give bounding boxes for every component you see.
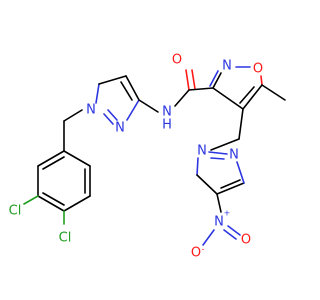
isoxazole-nitrogen-label: N — [222, 59, 232, 74]
nitrogen-atom-label: N — [115, 121, 125, 136]
bond — [37, 150, 65, 167]
carbonyl-oxygen-label: O — [172, 53, 182, 68]
chlorine-atom-label: Cl — [9, 204, 22, 219]
bond — [212, 72, 222, 89]
bond — [120, 81, 133, 101]
bond — [185, 69, 190, 91]
bond — [261, 84, 286, 101]
bond — [103, 113, 114, 125]
bond — [63, 150, 91, 167]
bond — [216, 193, 222, 213]
isoxazole-oxygen-label: O — [253, 62, 263, 77]
bond — [210, 157, 225, 160]
bond — [210, 138, 240, 151]
bond — [260, 75, 263, 86]
nitro-nitrogen-charge: + — [224, 209, 231, 218]
nitrogen-atom-label: N — [197, 144, 207, 159]
bond — [125, 75, 140, 101]
nitro-oxygen-label: O — [191, 246, 201, 261]
bond — [191, 69, 196, 90]
bond — [188, 87, 214, 91]
bond — [239, 86, 255, 104]
bond — [107, 109, 118, 121]
nitro-oxygen-charge: - — [202, 245, 205, 254]
structure-svg: Cl Cl N N N H O N O N N N + O O - — [9, 53, 286, 261]
atom-labels: Cl Cl N N N H O N O N N N + O O - — [9, 53, 263, 261]
bond — [196, 157, 199, 176]
bond — [126, 99, 140, 121]
bonds — [23, 66, 286, 246]
nitrogen-atom-label: N — [86, 103, 96, 118]
bond — [220, 179, 241, 189]
bond — [42, 156, 65, 170]
bond — [227, 225, 241, 236]
bond — [42, 192, 65, 206]
bond — [138, 99, 159, 113]
bond — [174, 89, 190, 107]
bond — [212, 87, 244, 110]
bond — [238, 108, 244, 140]
nitrogen-atom-label: N — [229, 148, 239, 163]
amide-hydrogen-label: H — [162, 118, 172, 133]
bond — [63, 195, 91, 212]
bond — [202, 229, 215, 246]
bond — [208, 151, 228, 155]
bond — [223, 229, 237, 240]
bond-cl — [23, 195, 39, 205]
bond — [242, 84, 263, 110]
bond — [216, 182, 245, 195]
nitro-oxygen-label: O — [241, 233, 251, 248]
bond — [98, 75, 127, 85]
nitro-nitrogen-label: N — [214, 215, 224, 230]
amide-nitrogen-label: N — [162, 105, 172, 120]
bond — [95, 83, 100, 104]
bond — [196, 174, 218, 195]
chlorine-atom-label: Cl — [59, 231, 72, 246]
bond — [209, 70, 219, 87]
bond — [236, 161, 245, 184]
bond — [63, 109, 83, 122]
bond — [37, 195, 65, 212]
molecule-diagram: Cl Cl N N N H O N O N N N + O O - — [9, 53, 286, 261]
